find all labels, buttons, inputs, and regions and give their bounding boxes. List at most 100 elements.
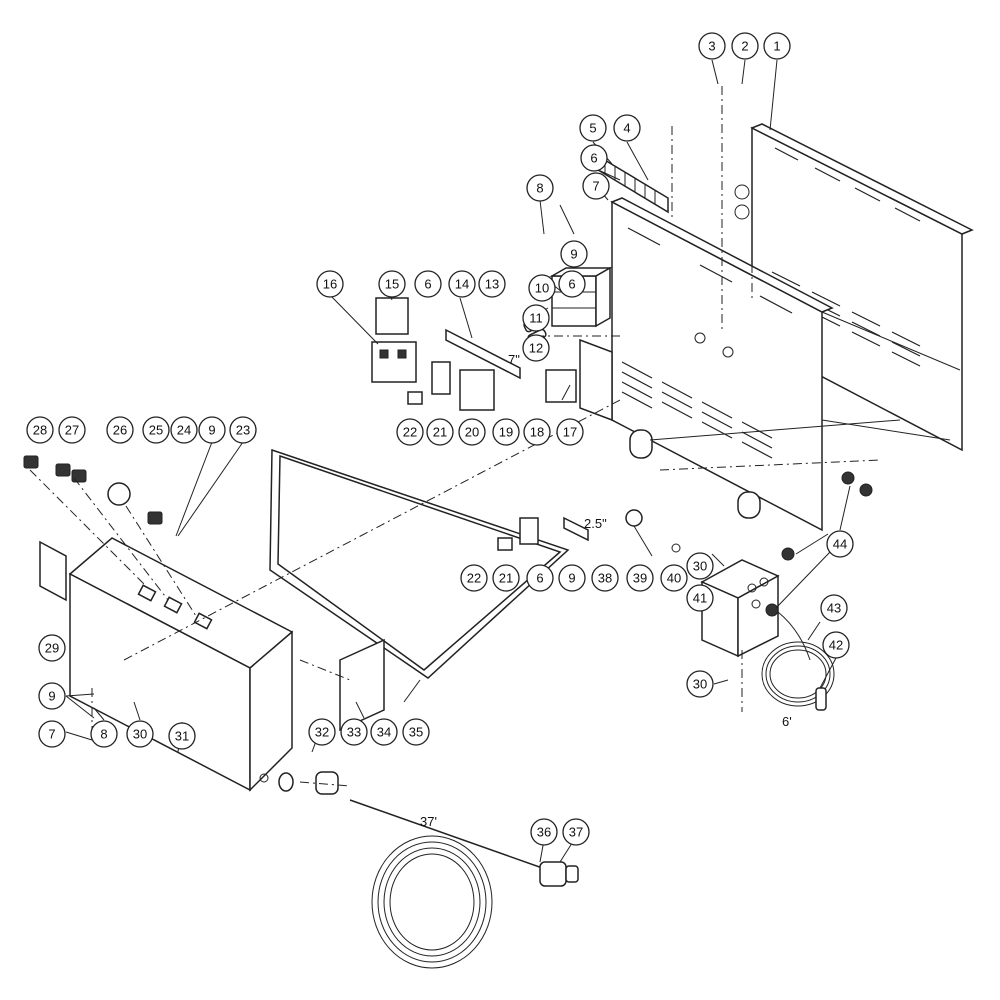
svg-text:16: 16 (323, 277, 337, 292)
callout-balloon: 6 (526, 564, 554, 592)
svg-text:9: 9 (48, 689, 55, 704)
callout-balloon: 26 (106, 416, 134, 444)
svg-text:11: 11 (529, 311, 543, 326)
callout-balloon: 10 (528, 274, 556, 302)
callout-balloon: 23 (229, 416, 257, 444)
cord-grip (278, 771, 339, 795)
dimension-sensor-cord: 6' (782, 714, 792, 729)
callout-balloon: 16 (316, 270, 344, 298)
junction-box (700, 559, 780, 658)
callout-balloon: 36 (530, 818, 558, 846)
svg-text:37: 37 (569, 825, 583, 840)
callout-balloon: 31 (168, 722, 196, 750)
callout-balloon: 11 (522, 304, 550, 332)
callout-balloon: 8 (90, 720, 118, 748)
svg-text:2: 2 (741, 39, 748, 54)
svg-text:17: 17 (563, 425, 577, 440)
callout-balloon: 25 (142, 416, 170, 444)
callout-balloon: 8 (526, 174, 554, 202)
svg-text:6: 6 (536, 571, 543, 586)
svg-text:13: 13 (485, 277, 499, 292)
callout-balloon: 12 (522, 334, 550, 362)
svg-text:5: 5 (589, 121, 596, 136)
callout-balloon: 5 (579, 114, 607, 142)
callout-balloon: 6 (414, 270, 442, 298)
assembly-lines (29, 86, 881, 787)
svg-text:38: 38 (598, 571, 612, 586)
callout-balloons: 1 2 3 4 5 6 7 8 9 6 10 11 12 16 15 6 14 … (26, 32, 854, 846)
callout-balloon: 6 (558, 270, 586, 298)
callout-balloon: 41 (686, 584, 714, 612)
callout-balloon: 2 (731, 32, 759, 60)
probe-assembly (625, 509, 681, 557)
svg-text:8: 8 (536, 181, 543, 196)
contactor (371, 297, 417, 383)
svg-text:18: 18 (530, 425, 544, 440)
svg-text:1: 1 (773, 39, 780, 54)
callout-balloon: 9 (558, 564, 586, 592)
callout-balloon: 30 (126, 720, 154, 748)
callout-balloon: 1 (763, 32, 791, 60)
svg-text:9: 9 (568, 571, 575, 586)
callout-balloon: 39 (626, 564, 654, 592)
svg-text:32: 32 (315, 725, 329, 740)
svg-text:22: 22 (467, 571, 481, 586)
callout-balloon: 35 (402, 718, 430, 746)
callout-balloon: 7 (582, 172, 610, 200)
callout-balloon: 29 (38, 634, 66, 662)
svg-text:24: 24 (177, 423, 191, 438)
svg-text:21: 21 (433, 425, 447, 440)
svg-text:28: 28 (33, 423, 47, 438)
svg-text:43: 43 (827, 601, 841, 616)
svg-text:34: 34 (377, 725, 391, 740)
callout-balloon: 6 (580, 144, 608, 172)
callout-balloon: 38 (591, 564, 619, 592)
callout-balloon: 44 (826, 530, 854, 558)
callout-balloon: 9 (560, 240, 588, 268)
svg-text:41: 41 (693, 591, 707, 606)
power-cord (349, 799, 579, 969)
bushings (765, 471, 873, 617)
front-mounting-panel (579, 197, 961, 532)
enclosure (68, 537, 294, 792)
svg-text:31: 31 (175, 729, 189, 744)
svg-text:4: 4 (623, 121, 630, 136)
callout-balloon: 22 (460, 564, 488, 592)
svg-text:36: 36 (537, 825, 551, 840)
svg-text:21: 21 (499, 571, 513, 586)
svg-text:26: 26 (113, 423, 127, 438)
svg-text:30: 30 (133, 727, 147, 742)
callout-balloon: 13 (478, 270, 506, 298)
callout-balloon: 30 (686, 670, 714, 698)
callout-balloon: 27 (58, 416, 86, 444)
callout-balloon: 32 (308, 718, 336, 746)
svg-text:6: 6 (590, 151, 597, 166)
svg-text:7: 7 (592, 179, 599, 194)
callout-balloon: 28 (26, 416, 54, 444)
callout-balloon: 18 (523, 418, 551, 446)
sensor-cord (761, 611, 835, 711)
svg-text:44: 44 (833, 537, 847, 552)
callout-balloon: 7 (38, 720, 66, 748)
callout-balloon: 33 (340, 718, 368, 746)
svg-text:12: 12 (529, 341, 543, 356)
transformer (549, 266, 613, 328)
svg-text:40: 40 (667, 571, 681, 586)
svg-text:33: 33 (347, 725, 361, 740)
dimension-power-cord: 37' (420, 814, 437, 829)
svg-text:19: 19 (499, 425, 513, 440)
callout-balloon: 37 (562, 818, 590, 846)
callout-balloon: 4 (613, 114, 641, 142)
callout-balloon: 20 (458, 418, 486, 446)
din-rail-bottom (497, 516, 589, 551)
callout-balloon: 21 (492, 564, 520, 592)
callout-balloon: 19 (492, 418, 520, 446)
svg-text:9: 9 (208, 423, 215, 438)
callout-balloon: 15 (378, 270, 406, 298)
svg-text:20: 20 (465, 425, 479, 440)
svg-text:3: 3 (708, 39, 715, 54)
svg-text:14: 14 (455, 277, 469, 292)
warning-label (39, 540, 67, 602)
callout-balloon: 42 (822, 631, 850, 659)
